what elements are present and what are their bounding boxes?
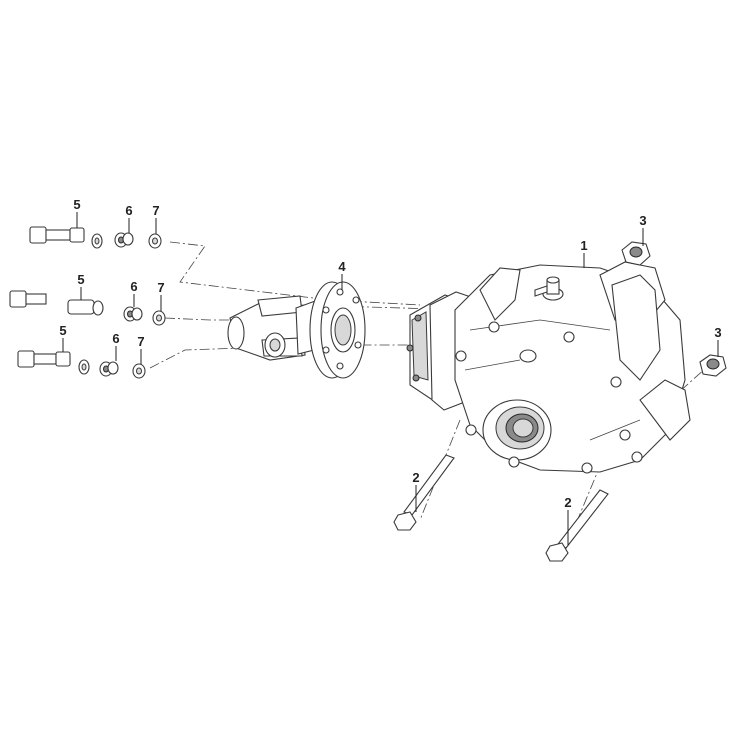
callout-labels: 1 2 2 3 3 4 5 5 5 6 6 6 7 7 7 — [59, 197, 721, 510]
flange-part-4 — [309, 281, 366, 379]
callout-7-middle: 7 — [157, 280, 164, 295]
callout-5-top: 5 — [73, 197, 80, 212]
bolt-set-row-middle — [9, 290, 166, 326]
callout-2-left: 2 — [412, 470, 419, 485]
washer-7-middle — [152, 310, 166, 326]
callout-6-middle: 6 — [130, 279, 137, 294]
nut-part-3-top — [621, 241, 651, 266]
washer-7-bottom — [132, 363, 146, 379]
callout-5-bottom: 5 — [59, 323, 66, 338]
callout-6-bottom: 6 — [112, 331, 119, 346]
bolt-5-middle — [9, 290, 47, 308]
long-bolt-part-2-left — [393, 454, 455, 531]
universal-joint — [227, 295, 323, 361]
nut-part-3-right — [699, 354, 727, 377]
spacer-5-bottom — [78, 359, 90, 375]
housing-bolts — [455, 321, 643, 474]
washer-6-top — [114, 232, 134, 248]
callout-3-top: 3 — [639, 213, 646, 228]
bolt-5-top — [29, 226, 85, 244]
callout-2-right: 2 — [564, 495, 571, 510]
bolt-5-bottom — [17, 350, 71, 368]
bolt-set-row-top — [29, 226, 162, 249]
output-bore — [482, 399, 552, 461]
callout-4: 4 — [338, 259, 346, 274]
callout-5-middle: 5 — [77, 272, 84, 287]
washer-7-top — [148, 233, 162, 249]
washer-6-bottom — [99, 361, 119, 377]
washer-6-middle — [123, 306, 143, 322]
callout-3-right: 3 — [714, 325, 721, 340]
breather-fitting — [534, 276, 564, 301]
callout-7-top: 7 — [152, 203, 159, 218]
callout-1: 1 — [580, 238, 587, 253]
differential-housing-part-1 — [406, 261, 691, 474]
long-bolt-part-2-right — [545, 489, 609, 562]
callout-6-top: 6 — [125, 203, 132, 218]
spacer-5-top — [91, 233, 103, 249]
bolt-set-row-bottom — [17, 350, 146, 379]
callout-leaders — [62, 212, 719, 545]
callout-7-bottom: 7 — [137, 334, 144, 349]
spacer-5-middle — [67, 299, 104, 316]
